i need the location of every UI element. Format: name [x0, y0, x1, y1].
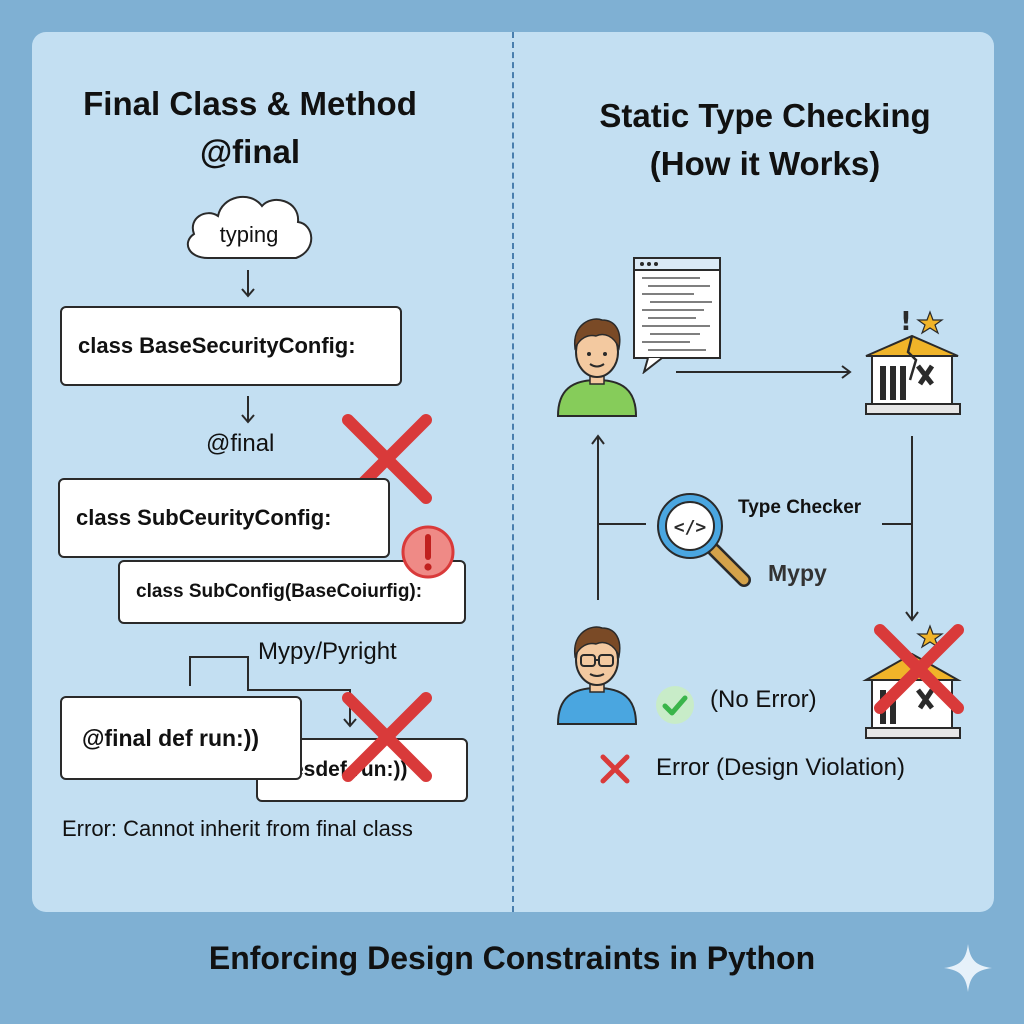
left-title-line1: Final Class & Method — [83, 85, 417, 122]
error-text: Error: Cannot inherit from final class — [62, 816, 413, 841]
cloud-label: typing — [219, 222, 279, 247]
class-base-text: class BaseSecurityConfig: — [78, 333, 356, 358]
class-subconfig-box: class SubConfig(BaseCoiurfig): — [118, 560, 466, 624]
right-title-line2: (How it Works) — [649, 145, 881, 182]
person-icon — [556, 626, 638, 725]
cross-icon — [342, 692, 432, 782]
class-sub-box: class SubCeurityConfig: — [58, 478, 390, 558]
class-subconfig-text: class SubConfig(BaseCoiurfig): — [136, 581, 423, 602]
code-window-icon — [633, 257, 721, 374]
type-checker-label: Type Checker — [738, 497, 862, 518]
decorator-label: @final — [206, 430, 275, 457]
no-error-label: (No Error) — [710, 686, 817, 713]
center-divider — [512, 32, 514, 912]
left-title-line2: @final — [199, 133, 300, 170]
method-box-text: @final def run:)) — [82, 724, 260, 751]
alert-icon — [401, 525, 455, 579]
person-icon — [556, 318, 638, 417]
right-flow-arrows — [591, 365, 919, 622]
cross-icon — [600, 754, 630, 784]
right-title: Static Type Checking (How it Works) — [560, 92, 970, 188]
check-icon — [656, 686, 694, 724]
left-title: Final Class & Method @final — [40, 80, 460, 176]
footer-title: Enforcing Design Constraints in Python — [208, 940, 816, 976]
cross-icon — [874, 624, 964, 714]
mypy-label: Mypy — [768, 560, 827, 586]
error-label: Error (Design Violation) — [656, 754, 905, 781]
class-sub-text: class SubCeurityConfig: — [76, 505, 332, 530]
cloud-icon — [186, 196, 313, 259]
sparkle-icon — [944, 944, 992, 992]
checker-label: Mypy/Pyright — [258, 638, 397, 665]
code-magnifier-icon: </> — [657, 493, 751, 587]
svg-text:</>: </> — [674, 517, 707, 538]
building-icon: ! — [865, 307, 961, 415]
svg-text:!: ! — [900, 307, 912, 337]
method-box: @final def run:)) — [60, 696, 302, 780]
class-base-box: class BaseSecurityConfig: — [60, 306, 402, 386]
method-box-back-text: ttesdef run:)) — [278, 758, 408, 781]
right-title-line1: Static Type Checking — [599, 97, 931, 134]
